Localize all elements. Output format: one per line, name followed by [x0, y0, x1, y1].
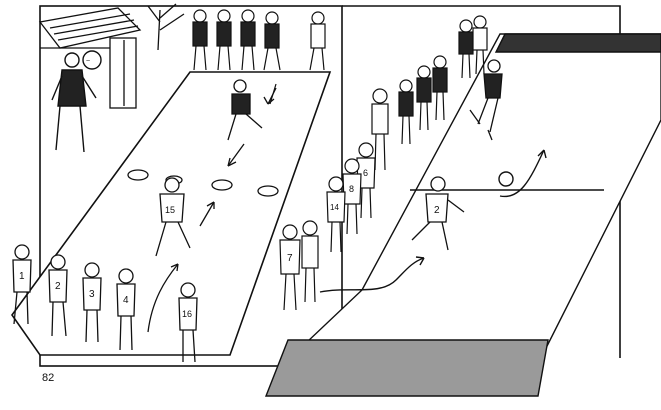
right-panel: [342, 5, 621, 358]
teacher: ~: [51, 50, 102, 153]
jersey-number: 6: [363, 168, 368, 178]
ball: [498, 171, 514, 187]
right-court: [264, 33, 661, 397]
runner-far: [469, 59, 503, 141]
left-arrows: [147, 87, 277, 333]
building: [38, 7, 142, 109]
player-6: 6: [356, 142, 376, 219]
page-number: 82: [42, 372, 55, 384]
jersey-number: 3: [89, 289, 95, 300]
jersey-number: 8: [349, 184, 354, 194]
player-16: 16: [178, 282, 198, 363]
player-8: 8: [342, 158, 362, 235]
player-15: 15: [155, 177, 191, 257]
jersey-number: 15: [165, 205, 175, 215]
player-2: 2: [48, 254, 68, 337]
player-4: 4: [116, 268, 136, 351]
hoop: [127, 169, 149, 181]
teacher-head: [64, 52, 80, 68]
jersey-number: 14: [330, 203, 339, 212]
hoops: [127, 169, 279, 197]
right-panel-frame: [342, 5, 621, 358]
jersey-number: 1: [19, 271, 25, 282]
player-1: 1: [12, 244, 32, 325]
player-14: 14: [326, 176, 346, 253]
hoop: [211, 179, 233, 191]
player-3: 3: [82, 262, 102, 343]
whistle-bubble: [82, 50, 102, 70]
right-arrows: [319, 149, 547, 293]
right-lineup: 6 8 14 7: [279, 15, 488, 311]
player-7: 7: [279, 224, 301, 311]
tree: [147, 3, 185, 51]
hoop: [257, 185, 279, 197]
jersey-number: 2: [434, 205, 440, 216]
left-lineup: 1 2 3 4 16: [12, 244, 198, 363]
jersey-number: 7: [287, 253, 293, 264]
jersey-number: 16: [182, 309, 192, 319]
group-top: [192, 9, 326, 71]
far-baseline: [494, 33, 661, 53]
building-wall: [109, 37, 137, 109]
player-2-runner: 2: [411, 176, 465, 251]
jersey-number: 4: [123, 295, 129, 306]
jersey-number: 2: [55, 281, 61, 292]
svg-text:~: ~: [86, 58, 90, 65]
near-zone: [264, 339, 549, 397]
